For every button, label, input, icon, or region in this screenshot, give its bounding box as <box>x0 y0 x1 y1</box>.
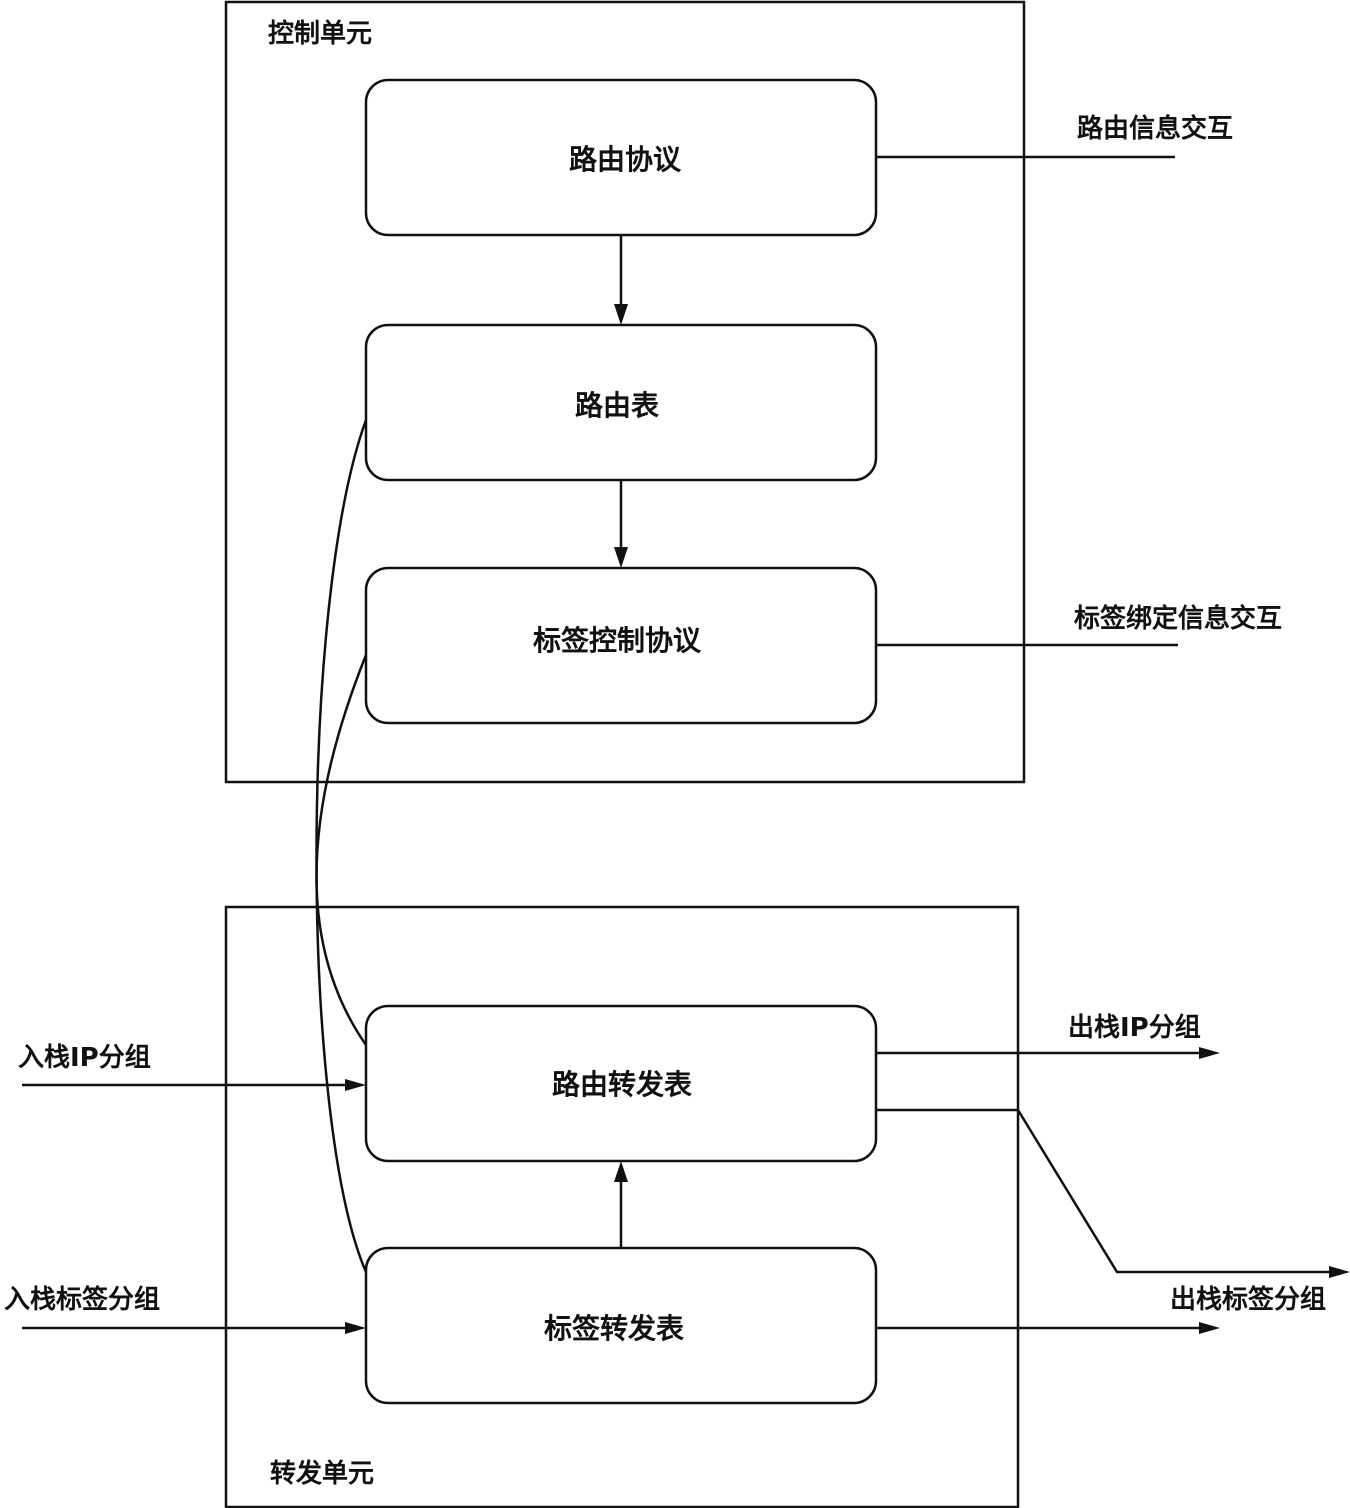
label-control-protocol-label: 标签控制协议 <box>533 624 702 657</box>
arrowhead-label-table-to-route-table <box>614 1161 628 1182</box>
egress-ip-packet-label: 出栈IP分组 <box>1068 1012 1201 1043</box>
label-binding-info-exchange-label: 标签绑定信息交互 <box>1074 603 1282 634</box>
routing-table-label: 路由表 <box>575 389 659 422</box>
curve-label-control-protocol-to-route-forwarding-table <box>315 654 368 1046</box>
control-unit-frame <box>224 0 1026 784</box>
ingress-ip-packet-arrowhead <box>345 1079 366 1091</box>
route-table-to-egress-label-line <box>876 1108 1332 1274</box>
route-table-to-egress-label-arrowhead <box>1329 1266 1350 1278</box>
ingress-label-packet-arrowhead <box>345 1322 366 1334</box>
ingress-label-packet-label: 入栈标签分组 <box>4 1284 160 1315</box>
ingress-ip-packet-label: 入栈IP分组 <box>18 1042 151 1073</box>
forwarding-unit-label: 转发单元 <box>270 1458 374 1489</box>
route-forwarding-table-label: 路由转发表 <box>552 1068 692 1101</box>
routing-protocol-label: 路由协议 <box>569 143 682 176</box>
routing-info-exchange-label: 路由信息交互 <box>1077 113 1233 144</box>
label-forwarding-table-label: 标签转发表 <box>544 1312 684 1345</box>
forwarding-unit-frame <box>224 905 1020 1508</box>
control-unit-label: 控制单元 <box>268 19 372 49</box>
egress-label-packet-label: 出栈标签分组 <box>1170 1284 1326 1315</box>
arrowhead-protocol-to-table <box>614 304 628 325</box>
egress-ip-packet-arrowhead <box>1199 1047 1220 1059</box>
egress-label-packet-arrowhead <box>1199 1322 1220 1334</box>
arrowhead-table-to-label-protocol <box>614 547 628 568</box>
curve-routing-table-to-label-forwarding-table <box>315 419 368 1273</box>
